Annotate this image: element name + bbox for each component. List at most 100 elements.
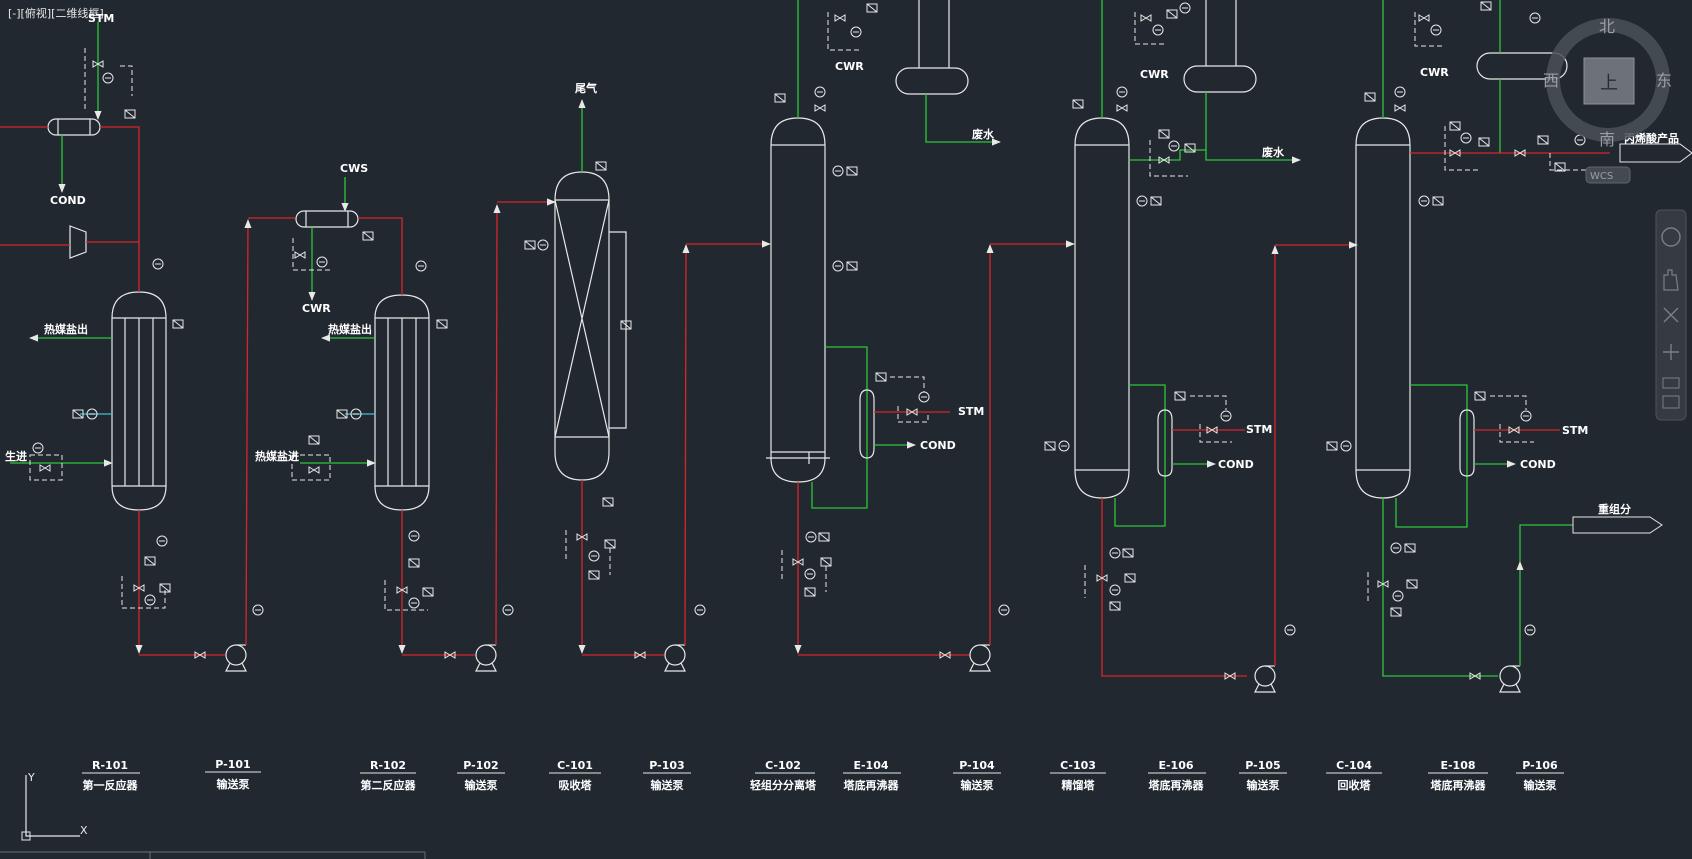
name-c102: 轻组分分离塔 (750, 778, 817, 792)
condenser-top-left (47, 118, 101, 136)
tag-c104: C-104 (1336, 759, 1372, 772)
name-c103: 精馏塔 (1062, 778, 1096, 792)
viewcube-west[interactable]: 西 (1543, 71, 1559, 90)
stream-waste-water-2: 废水 (1262, 145, 1285, 159)
c101-instruments (524, 161, 706, 659)
name-p103: 输送泵 (651, 778, 684, 792)
ucs-x-label: X (80, 824, 88, 837)
tag-p101: P-101 (215, 758, 250, 771)
stream-reactant-in: 生进 (5, 449, 27, 463)
drum-c104 (1476, 52, 1568, 80)
legend-e108: E-108 塔底再沸器 (1428, 759, 1488, 792)
name-p101: 输送泵 (217, 777, 250, 791)
stream-stm-top: STM (88, 12, 114, 25)
stream-heat-in-2: 热媒盐进 (255, 449, 299, 463)
legend-r102: R-102 第二反应器 (360, 759, 416, 792)
navbar-options-icon[interactable] (1662, 395, 1680, 409)
absorber-c101[interactable] (554, 171, 627, 481)
tag-c102: C-102 (765, 759, 801, 772)
legend-p106: P-106 输送泵 (1516, 759, 1564, 792)
stream-stm-c104: STM (1562, 424, 1588, 437)
name-p104: 输送泵 (961, 778, 994, 792)
ucs-icon: Y X (21, 771, 88, 841)
name-e106: 塔底再沸器 (1149, 778, 1205, 792)
stream-cwr-c104: CWR (1420, 66, 1449, 79)
reactor-r102[interactable] (374, 294, 430, 511)
r102-instruments (291, 231, 514, 659)
showmotion-icon[interactable] (1662, 377, 1680, 389)
reboiler-e108[interactable] (1459, 409, 1475, 477)
column-c104[interactable] (1355, 117, 1411, 499)
stream-cwr-c102: CWR (835, 60, 864, 73)
column-c102[interactable] (766, 117, 830, 483)
stream-tail-gas: 尾气 (574, 81, 597, 95)
pan-hand-icon[interactable] (1663, 269, 1679, 291)
tag-p105: P-105 (1245, 759, 1280, 772)
condenser-r102 (295, 210, 359, 228)
orbit-icon[interactable] (1663, 344, 1679, 360)
c103-instruments (1044, 2, 1296, 680)
name-c104: 回收塔 (1338, 778, 1372, 792)
tag-e106: E-106 (1158, 759, 1193, 772)
legend-p105: P-105 输送泵 (1239, 759, 1287, 792)
name-r101: 第一反应器 (83, 778, 139, 792)
legend-p101: P-101 输送泵 (205, 758, 261, 791)
stream-heat-out-2: 热媒盐出 (328, 322, 372, 336)
drum-c103 (1183, 65, 1257, 93)
legend-c102: C-102 轻组分分离塔 (750, 759, 817, 792)
reactor-r101[interactable] (111, 291, 167, 511)
tag-e104: E-104 (853, 759, 888, 772)
tag-r102: R-102 (370, 759, 406, 772)
name-c101: 吸收塔 (559, 778, 593, 792)
legend-p104: P-104 输送泵 (953, 759, 1001, 792)
viewcube-east[interactable]: 东 (1656, 71, 1672, 90)
wcs-label: WCS (1590, 171, 1613, 182)
tag-p104: P-104 (959, 759, 995, 772)
stream-cond-c104: COND (1520, 458, 1556, 471)
wcs-dropdown[interactable] (1585, 166, 1631, 184)
name-r102: 第二反应器 (361, 778, 417, 792)
viewcube-south[interactable]: 南 (1599, 130, 1615, 149)
name-p105: 输送泵 (1247, 778, 1280, 792)
reboiler-e106[interactable] (1157, 409, 1173, 477)
tag-p106: P-106 (1522, 759, 1558, 772)
legend-c104: C-104 回收塔 (1326, 759, 1382, 792)
legend-e106: E-106 塔底再沸器 (1148, 759, 1206, 792)
tag-e108: E-108 (1440, 759, 1475, 772)
tag-p102: P-102 (463, 759, 498, 772)
viewcube[interactable]: 上 北 南 东 西 WCS (1543, 17, 1672, 184)
tag-r101: R-101 (92, 759, 128, 772)
stream-cwr-c103: CWR (1140, 68, 1169, 81)
viewport-label[interactable]: [-][俯视][二维线框] (8, 6, 104, 20)
viewcube-north[interactable]: 北 (1599, 17, 1615, 36)
bottom-strip (0, 851, 426, 859)
stream-stm-c102: STM (958, 405, 984, 418)
zoom-icon[interactable] (1663, 307, 1679, 323)
stream-cond-c102: COND (920, 439, 956, 452)
name-p102: 输送泵 (465, 778, 498, 792)
stream-waste-water-1: 废水 (972, 127, 995, 141)
name-e104: 塔底再沸器 (844, 778, 900, 792)
steering-wheel-icon[interactable] (1661, 227, 1681, 247)
name-p106: 输送泵 (1524, 778, 1557, 792)
stream-heat-out-1: 热媒盐出 (44, 322, 88, 336)
viewcube-face-label: 上 (1600, 73, 1618, 94)
stream-heavy: 重组分 (1598, 502, 1631, 516)
viewcube-face[interactable] (1583, 57, 1635, 105)
stream-cwr-r102: CWR (302, 302, 331, 315)
compressor (69, 225, 87, 259)
navigation-bar[interactable] (1655, 209, 1687, 421)
tag-c103: C-103 (1060, 759, 1096, 772)
column-c103[interactable] (1074, 117, 1130, 499)
c104-instruments (1326, 1, 1590, 680)
name-e108: 塔底再沸器 (1431, 778, 1487, 792)
legend-p102: P-102 输送泵 (457, 759, 505, 792)
reboiler-e104[interactable] (859, 389, 875, 459)
legend-r101: R-101 第一反应器 (82, 759, 140, 792)
stream-cws: CWS (340, 162, 368, 175)
stream-product: 丙烯酸产品 (1624, 131, 1679, 145)
